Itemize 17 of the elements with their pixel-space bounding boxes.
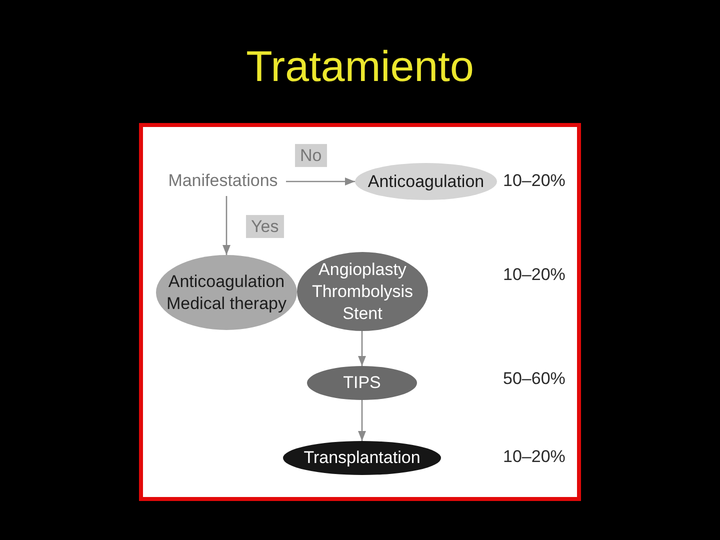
percentage-label: 10–20%	[503, 446, 566, 468]
edge-label: No	[295, 144, 327, 167]
percentage-label: 10–20%	[503, 264, 566, 286]
percentage-label: 50–60%	[503, 368, 566, 390]
arrow	[222, 196, 230, 255]
flow-label: Manifestations	[164, 170, 282, 192]
node-text: Transplantation	[304, 447, 420, 469]
node-text: TIPS	[343, 372, 381, 394]
arrow	[286, 178, 355, 186]
node-text: Angioplasty Thrombolysis Stent	[310, 258, 414, 324]
arrow	[358, 331, 366, 366]
arrow	[358, 400, 366, 441]
slide-title: Tratamiento	[246, 42, 474, 92]
node-text: Anticoagulation	[368, 170, 484, 192]
edge-label: Yes	[246, 215, 284, 238]
percentage-label: 10–20%	[503, 170, 566, 192]
node-text: Anticoagulation Medical therapy	[165, 270, 288, 314]
